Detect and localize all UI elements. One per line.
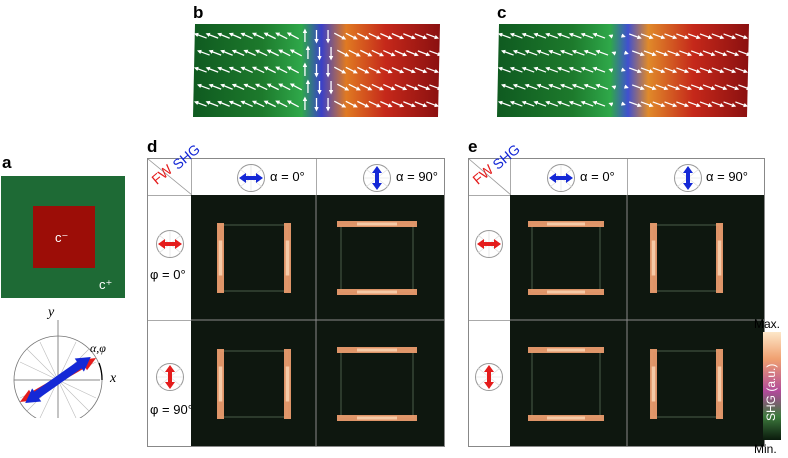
panel-e-corner-diagonal xyxy=(469,159,511,195)
colorbar-max-label: Max. xyxy=(754,317,781,331)
panel-d-fw-vertical-icon xyxy=(156,363,184,391)
panel-e-image-grid xyxy=(528,221,723,421)
panel-e-shg-horizontal-icon xyxy=(547,164,575,192)
y-axis-label: y xyxy=(48,305,55,320)
colorbar-title: SHG (a.u.) xyxy=(764,363,778,421)
panel-d-alpha-0-label: α = 0° xyxy=(270,169,305,184)
panel-e-alpha-90-label: α = 90° xyxy=(706,169,748,184)
panel-d-alpha-90-label: α = 90° xyxy=(396,169,438,184)
panel-d-image-grid xyxy=(217,221,417,421)
inner-domain-label: c⁻ xyxy=(55,230,69,245)
panel-label-e: e xyxy=(468,137,478,156)
panel-d-phi-90-label: φ = 90° xyxy=(150,402,193,417)
panel-d-fw-horizontal-icon xyxy=(156,230,184,258)
inner-domain-c-minus xyxy=(33,206,95,268)
panel-e-fw-vertical-icon xyxy=(475,363,503,391)
panel-label-a: a xyxy=(2,153,12,172)
panel-d-phi-0-label: φ = 0° xyxy=(150,267,186,282)
panel-label-d: d xyxy=(147,137,158,156)
panel-e-shg-images xyxy=(510,195,764,446)
shg-colorbar xyxy=(763,332,781,440)
panel-e-shg-vertical-icon xyxy=(674,164,702,192)
panel-label-b: b xyxy=(193,3,204,22)
panel-d-shg-vertical-icon xyxy=(363,164,391,192)
panel-d-corner-diagonal xyxy=(148,159,192,195)
panel-label-c: c xyxy=(497,3,507,22)
colorbar-min-label: Min. xyxy=(754,442,777,456)
panel-d-shg-horizontal-icon xyxy=(237,164,265,192)
outer-domain-label: c⁺ xyxy=(99,277,113,292)
panel-d-shg-images xyxy=(191,195,444,446)
polarization-diagram xyxy=(13,320,103,418)
x-axis-label: x xyxy=(110,371,117,386)
shg-double-arrow xyxy=(25,357,91,403)
domain-wall-texture-c xyxy=(497,24,749,117)
panel-e-fw-horizontal-icon xyxy=(475,230,503,258)
angle-label: α,φ xyxy=(90,341,106,355)
panel-e-alpha-0-label: α = 0° xyxy=(580,169,615,184)
domain-wall-texture-b xyxy=(193,24,440,117)
